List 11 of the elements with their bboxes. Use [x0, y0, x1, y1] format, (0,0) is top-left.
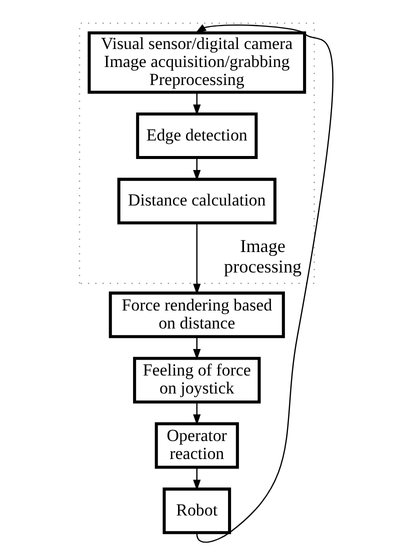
- node-box: Visual sensor/digital camera Image acquisition/grabbing Preprocessing: [88, 31, 306, 94]
- arrow: [193, 336, 201, 360]
- node-box: Edge detection: [136, 112, 258, 160]
- arrow: [193, 92, 201, 116]
- node-box: Distance calculation: [117, 178, 276, 224]
- node-box: Robot: [162, 488, 232, 534]
- arrow: [193, 402, 201, 426]
- node-box: Force rendering based on distance: [108, 292, 285, 338]
- node-box: Feeling of force on joystick: [133, 356, 261, 404]
- node-box: Operator reaction: [154, 422, 239, 469]
- arrow: [193, 158, 201, 181]
